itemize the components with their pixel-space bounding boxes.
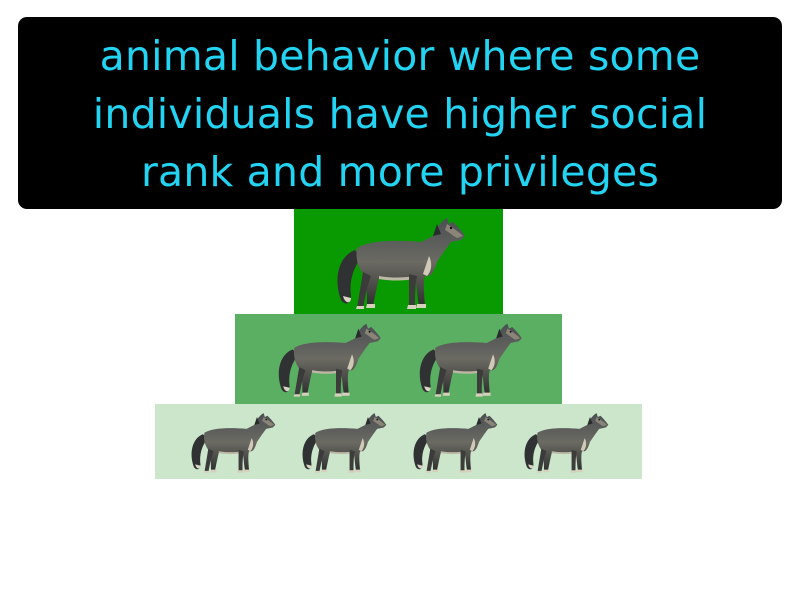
wolf-icon xyxy=(329,212,469,312)
wolf-icon xyxy=(519,408,611,476)
wolf-icon xyxy=(297,408,389,476)
caption-line-1: animal behavior where some xyxy=(99,32,701,80)
wolf-icon xyxy=(186,408,278,476)
hierarchy-tier-top xyxy=(294,209,503,314)
caption-line-3: rank and more privileges xyxy=(140,148,660,196)
wolf-icon xyxy=(408,408,500,476)
wolf-icon xyxy=(272,318,384,400)
caption-line-2: individuals have higher social xyxy=(92,90,708,138)
definition-caption: animal behavior where some individuals h… xyxy=(18,17,782,209)
hierarchy-tier-middle xyxy=(235,314,562,404)
hierarchy-tier-bottom xyxy=(155,404,642,479)
wolf-icon xyxy=(413,318,525,400)
